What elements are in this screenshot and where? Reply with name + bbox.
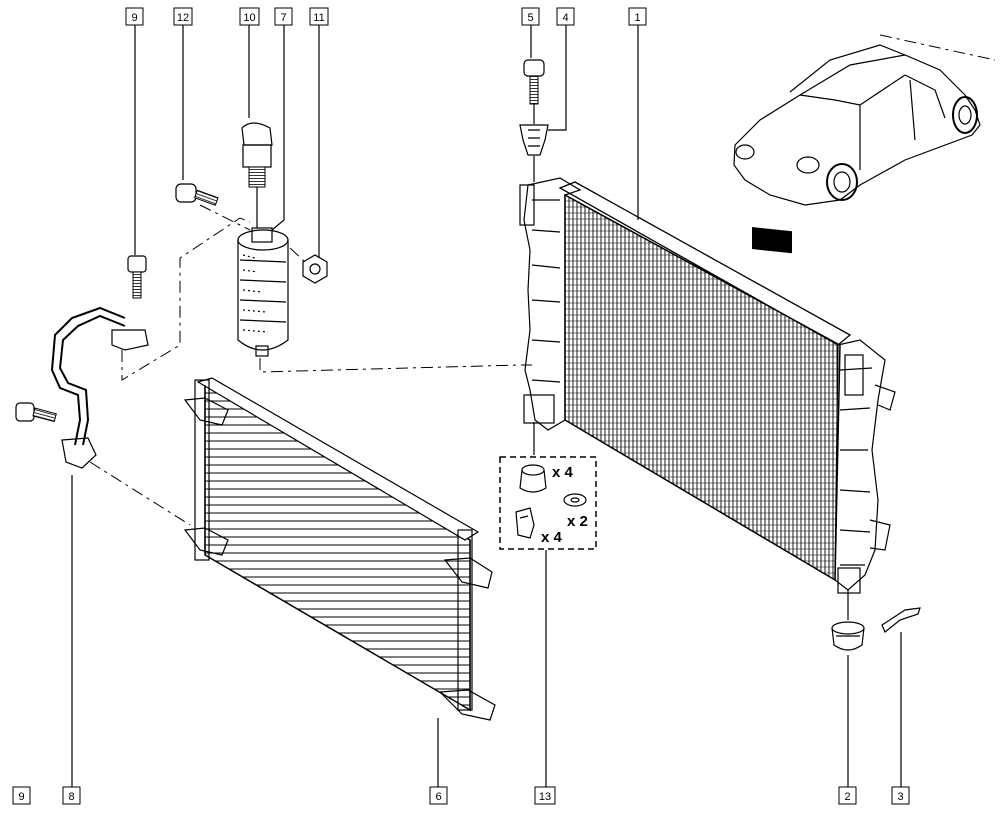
qty-grommets: x 2 [567, 513, 588, 530]
qty-brackets: x 4 [541, 529, 563, 546]
callout-label: 9 [131, 12, 137, 24]
car-illustration [733, 34, 996, 254]
nut-11 [302, 254, 328, 284]
callout-11: 11 [309, 7, 329, 26]
callout-label: 8 [68, 791, 74, 803]
condenser [183, 377, 496, 721]
clip-4 [519, 104, 549, 182]
callout-4: 4 [556, 7, 575, 26]
callout-label: 12 [177, 12, 189, 24]
radiator [519, 177, 896, 594]
callout-10: 10 [239, 7, 260, 26]
grommet-2 [831, 590, 865, 651]
bolt-5 [523, 59, 545, 105]
callout-label: 11 [313, 12, 324, 24]
callout-label: 13 [539, 791, 551, 803]
bolt-12 [175, 183, 219, 206]
callout-label: 5 [527, 12, 533, 24]
connection-lines [89, 204, 535, 526]
callout-3: 3 [891, 786, 910, 805]
bolt-9-upper [127, 255, 147, 299]
callout-label: 6 [435, 791, 441, 803]
callout-9-top: 9 [125, 7, 144, 26]
callout-12: 12 [173, 7, 193, 26]
callout-1: 1 [628, 7, 647, 26]
callout-6: 6 [429, 786, 448, 805]
callout-5: 5 [521, 7, 540, 26]
callout-8: 8 [62, 786, 81, 805]
callout-7: 7 [274, 7, 293, 26]
callout-13: 13 [534, 786, 556, 805]
callout-label: 10 [243, 12, 255, 24]
pressure-switch-10 [241, 122, 273, 228]
receiver-drier [237, 227, 289, 357]
callout-label: 4 [562, 12, 568, 24]
callout-label: 1 [634, 12, 640, 24]
callout-9-bottom: 9 [12, 786, 31, 805]
pipe-8 [50, 306, 149, 469]
bolt-9-lower [15, 402, 57, 423]
callout-label: 3 [897, 791, 903, 803]
leader-lines [71, 25, 902, 787]
callout-label: 2 [844, 791, 850, 803]
callout-2: 2 [838, 786, 857, 805]
callout-label: 9 [18, 791, 24, 803]
callout-label: 7 [280, 12, 286, 24]
clip-3 [881, 607, 921, 633]
qty-clips: x 4 [552, 464, 574, 481]
mounting-kit-13 [499, 456, 597, 550]
